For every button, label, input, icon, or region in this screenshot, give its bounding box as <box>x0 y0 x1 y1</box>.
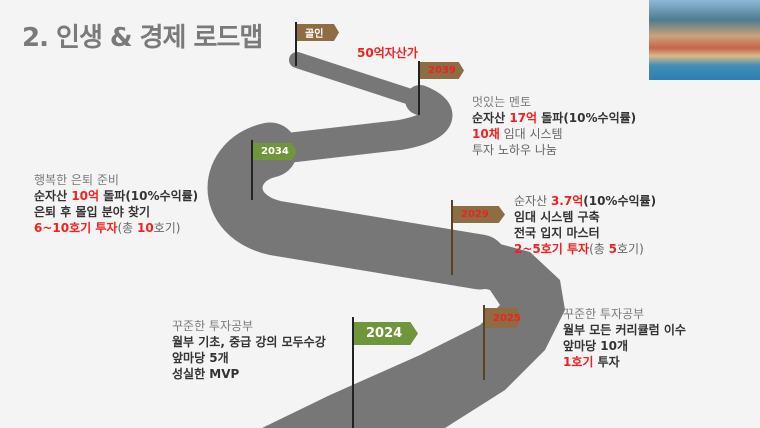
highlight: 1호기 <box>563 355 594 369</box>
flag-2024: 2024 <box>354 322 418 345</box>
text: 앞마당 10개 <box>563 339 629 353</box>
text: (총 <box>589 242 609 256</box>
flag-pole <box>251 140 253 200</box>
text: 은퇴 후 몰입 분야 찾기 <box>34 205 151 219</box>
text: 순자산 <box>472 111 510 125</box>
highlight: 6~10호기 투자 <box>34 221 118 235</box>
text: 임대 시스템 <box>499 127 563 141</box>
text: 전국 입지 마스터 <box>514 226 600 240</box>
milestone-2025: 꾸준한 투자공부 월부 모든 커리큘럼 이수 앞마당 10개 1호기 투자 <box>563 306 686 370</box>
highlight: 10채 <box>472 127 500 141</box>
text: 순자산 <box>34 189 72 203</box>
goal-text: 50억자산가 <box>357 46 418 60</box>
text: 월부 모든 커리큘럼 이수 <box>563 323 686 337</box>
text: 순자산 <box>514 194 551 208</box>
flag-pole <box>483 305 485 380</box>
flag-2034: 2034 <box>253 143 297 160</box>
milestone-heading: 행복한 은퇴 준비 <box>34 173 119 187</box>
goal-flag: 골인 <box>297 24 339 41</box>
milestone-heading: 꾸준한 투자공부 <box>172 319 254 333</box>
milestone-heading: 꾸준한 투자공부 <box>563 307 645 321</box>
text: (10%수익률) <box>583 194 657 208</box>
highlight: 3.7억 <box>550 194 584 208</box>
milestone-2039: 멋있는 멘토 순자산 17억 돌파(10%수익률) 10채 임대 시스템 투자 … <box>472 94 636 158</box>
text: 임대 시스템 구축 <box>514 210 600 224</box>
flag-2029: 2029 <box>453 206 505 223</box>
milestone-2029: 순자산 3.7억(10%수익률) 임대 시스템 구축 전국 입지 마스터 2~5… <box>514 193 656 257</box>
text: 앞마당 5개 <box>172 351 229 365</box>
flag-2039: 2039 <box>420 62 464 79</box>
highlight: 17억 <box>509 111 538 125</box>
lake-village-photo <box>649 0 760 80</box>
flag-pole <box>295 22 297 66</box>
text: 월부 기초, 중급 강의 모두수강 <box>172 335 326 349</box>
text: 투자 노하우 나눔 <box>472 143 557 157</box>
milestone-2024: 꾸준한 투자공부 월부 기초, 중급 강의 모두수강 앞마당 5개 성실한 MV… <box>172 318 326 382</box>
highlight: 5 <box>608 242 617 256</box>
milestone-heading: 멋있는 멘토 <box>472 95 532 109</box>
highlight: 10 <box>137 221 154 235</box>
text: 호기) <box>617 242 644 256</box>
text: 호기) <box>153 221 181 235</box>
text: 돌파(10%수익률) <box>99 189 199 203</box>
flag-pole <box>418 61 420 115</box>
flag-2025: 2025 <box>485 308 521 328</box>
text: (총 <box>117 221 137 235</box>
text: 투자 <box>593 355 620 369</box>
highlight: 2~5호기 투자 <box>514 242 590 256</box>
milestone-2034: 행복한 은퇴 준비 순자산 10억 돌파(10%수익률) 은퇴 후 몰입 분야 … <box>34 172 198 236</box>
text: 성실한 MVP <box>172 367 240 381</box>
highlight: 10억 <box>71 189 100 203</box>
text: 돌파(10%수익률) <box>537 111 637 125</box>
flag-pole <box>352 317 354 428</box>
page-title: 2. 인생 & 경제 로드맵 <box>22 23 263 53</box>
flag-pole <box>451 200 453 275</box>
